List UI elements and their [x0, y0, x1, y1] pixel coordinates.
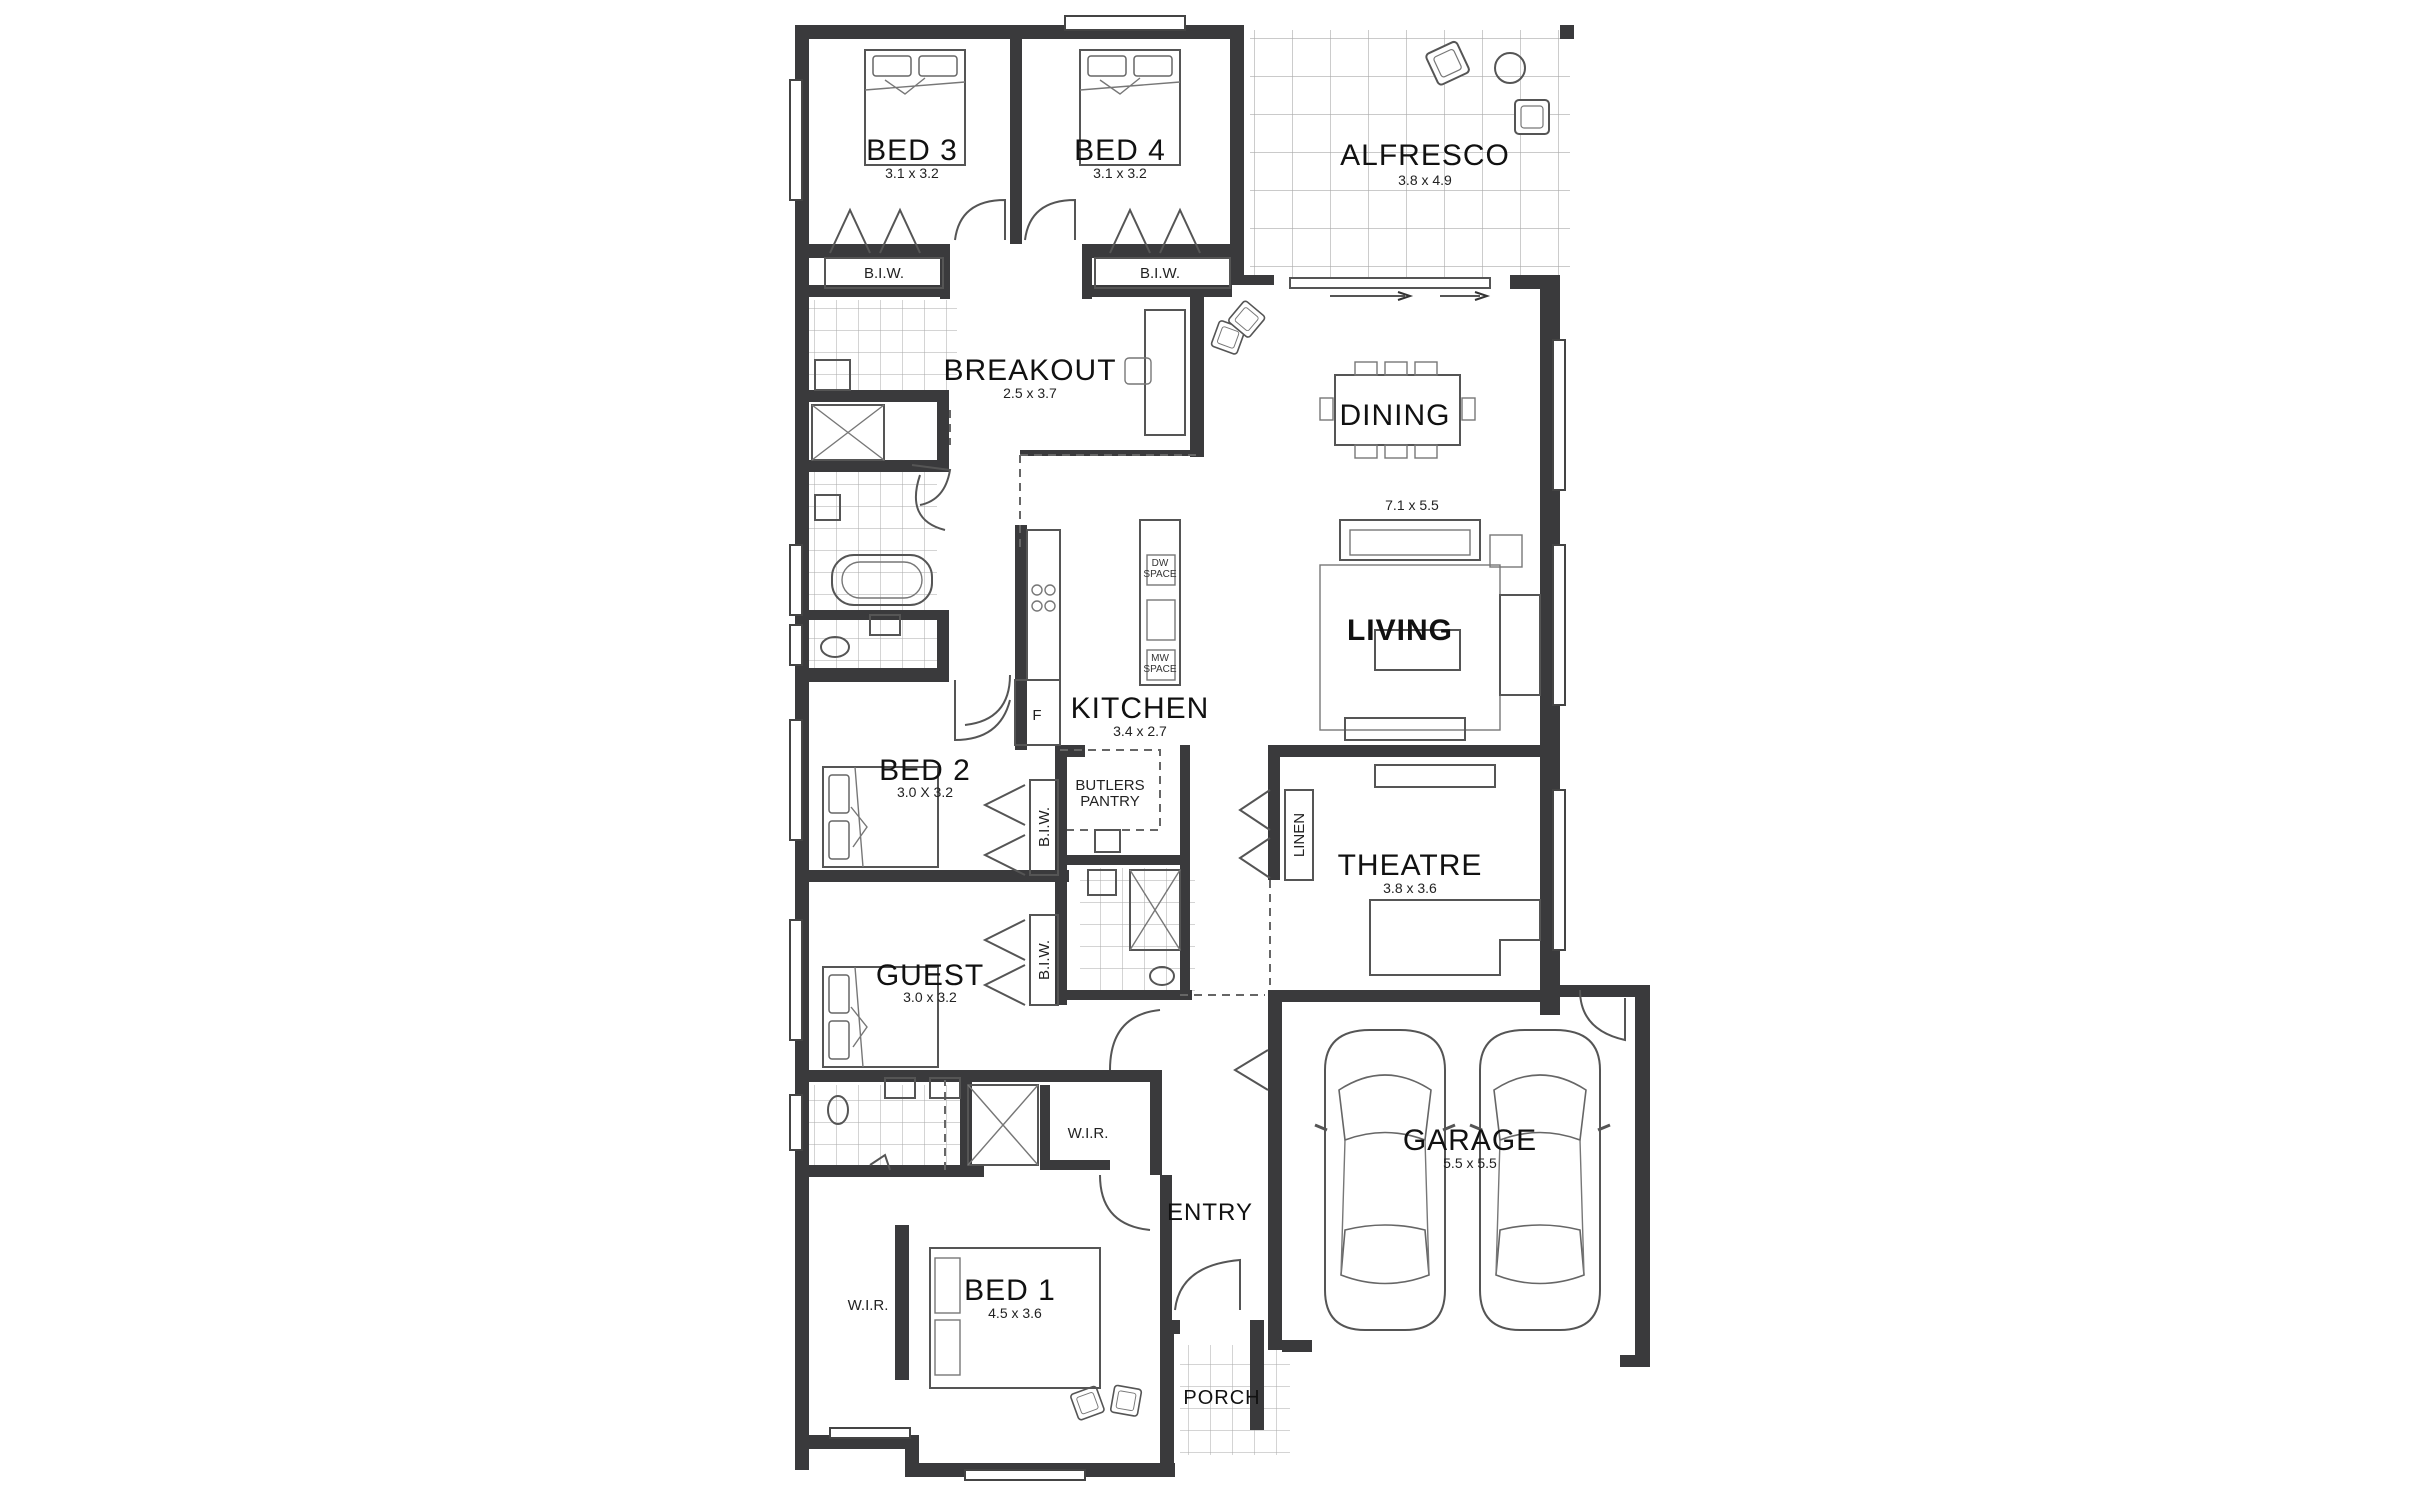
room-theatre-name: THEATRE — [1338, 849, 1483, 882]
room-guest-name: GUEST — [876, 959, 984, 992]
sink-icon — [814, 359, 1121, 1099]
room-entry-name: ENTRY — [1167, 1199, 1253, 1226]
room-bed1-size: 4.5 x 3.6 — [988, 1305, 1042, 1321]
armchair-icon — [1069, 1384, 1106, 1422]
room-bed4-size: 3.1 x 3.2 — [1093, 165, 1147, 181]
armchair-icon — [1109, 1384, 1143, 1418]
fridge-label: F — [1032, 707, 1041, 724]
dining-table-icon — [1319, 361, 1476, 459]
room-kitchen-size: 3.4 x 2.7 — [1113, 723, 1167, 739]
biw-bed4-label: B.I.W. — [1140, 265, 1180, 282]
armchair-icon — [1514, 99, 1550, 135]
butlers-pantry-line1: BUTLERS — [1075, 777, 1144, 794]
mw-label-1: MW — [1151, 653, 1169, 664]
room-breakout-name: BREAKOUT — [943, 354, 1116, 387]
biw-bed2-label: B.I.W. — [1036, 807, 1053, 847]
room-breakout-size: 2.5 x 3.7 — [1003, 385, 1057, 401]
room-bed2-name: BED 2 — [879, 754, 971, 787]
room-alfresco-size: 3.8 x 4.9 — [1398, 172, 1452, 188]
room-bed2-size: 3.0 X 3.2 — [897, 784, 953, 800]
room-living-size: 7.1 x 5.5 — [1385, 497, 1439, 513]
room-kitchen-name: KITCHEN — [1071, 692, 1210, 725]
room-bed1-name: BED 1 — [964, 1274, 1056, 1307]
mw-label-2: SPACE — [1143, 664, 1176, 675]
butlers-pantry-line2: PANTRY — [1080, 793, 1139, 810]
linen-label: LINEN — [1291, 813, 1308, 857]
shower-icon — [811, 404, 1181, 1166]
room-labels: BED 3 3.1 x 3.2 BED 4 3.1 x 3.2 ALFRESCO… — [848, 134, 1537, 1409]
biw-bed3-label: B.I.W. — [864, 265, 904, 282]
room-alfresco-name: ALFRESCO — [1340, 139, 1510, 172]
car-icon — [1468, 1028, 1612, 1332]
room-porch-name: PORCH — [1183, 1387, 1260, 1409]
room-dining-name: DINING — [1340, 399, 1451, 432]
room-bed4-name: BED 4 — [1074, 134, 1166, 167]
sofa-icon — [1339, 519, 1541, 696]
dw-label-1: DW — [1152, 558, 1169, 569]
room-guest-size: 3.0 x 3.2 — [903, 989, 957, 1005]
toilet-icon — [820, 636, 1175, 1125]
room-garage-name: GARAGE — [1403, 1124, 1537, 1157]
cooktop-icon — [1031, 584, 1056, 612]
dw-label-2: SPACE — [1143, 569, 1176, 580]
bed-icon — [929, 1247, 1101, 1389]
car-icon — [1313, 1028, 1457, 1332]
room-living-name: LIVING — [1347, 614, 1453, 647]
room-bed3-name: BED 3 — [866, 134, 958, 167]
wir-ensuite-label: W.I.R. — [1068, 1125, 1109, 1142]
biw-guest-label: B.I.W. — [1036, 940, 1053, 980]
windows — [789, 15, 1566, 1481]
room-bed3-size: 3.1 x 3.2 — [885, 165, 939, 181]
walls — [795, 25, 1650, 1477]
room-garage-size: 5.5 x 5.5 — [1443, 1155, 1497, 1171]
bathtub-icon — [831, 554, 933, 606]
room-theatre-size: 3.8 x 3.6 — [1383, 880, 1437, 896]
wir-bed1-label: W.I.R. — [848, 1297, 889, 1314]
